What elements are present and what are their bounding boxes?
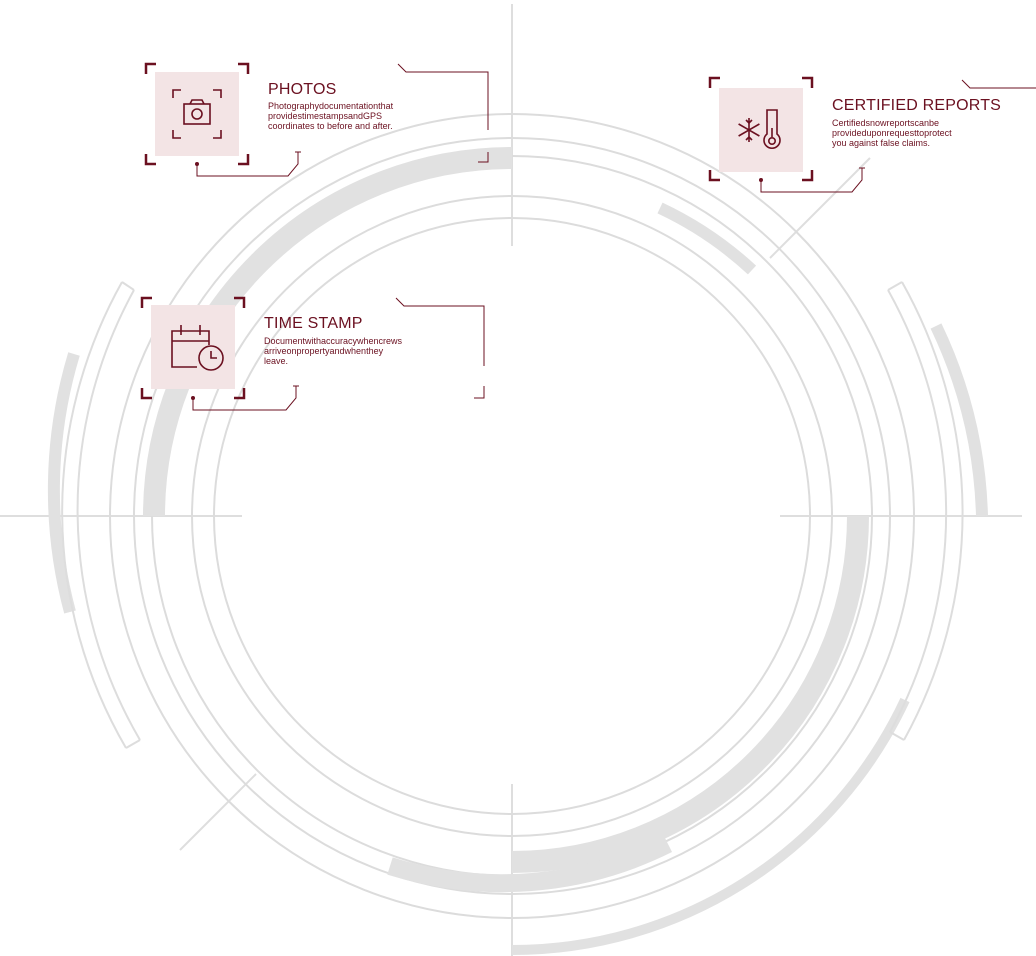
bracket-arcs xyxy=(61,281,964,749)
thermometer-icon xyxy=(763,109,781,149)
thick-arcs xyxy=(47,147,988,955)
time-stamp-icon-tile xyxy=(151,305,235,389)
connector-lines xyxy=(192,63,1036,411)
time-stamp-title: TIME STAMP xyxy=(264,315,363,332)
time-stamp-description: Documentwithaccuracywhencrews arriveonpr… xyxy=(264,336,403,366)
camera-icon xyxy=(172,89,222,139)
snowflake-thermometer-icon xyxy=(738,109,781,149)
crosshair-lines xyxy=(0,4,1022,956)
calendar-clock-icon xyxy=(171,325,224,371)
snowflake-icon xyxy=(738,118,760,142)
photos-description: Photographydocumentationthat providestim… xyxy=(268,101,394,131)
corner-brackets xyxy=(140,62,814,400)
certified-reports-title: CERTIFIED REPORTS xyxy=(832,97,1002,114)
calendar-icon xyxy=(171,325,210,368)
clock-icon xyxy=(198,345,224,371)
photos-icon-tile xyxy=(155,72,239,156)
certified-reports-description: Certifiedsnowreportscanbe provideduponre… xyxy=(832,118,952,148)
certified-reports-icon-tile xyxy=(719,88,803,172)
connector-dots xyxy=(191,162,763,400)
photos-title: PHOTOS xyxy=(268,81,337,98)
